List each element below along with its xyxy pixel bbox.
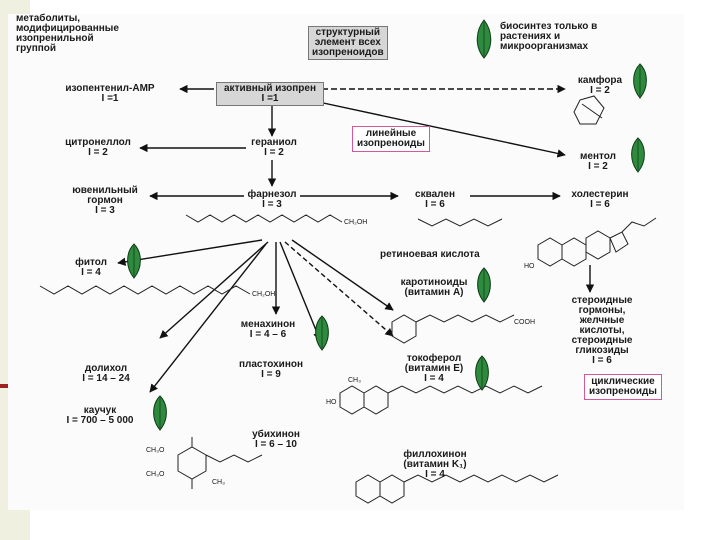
- legend-structural-element: структурный элемент всех изопреноидов: [308, 26, 388, 60]
- legend-cyclic-isoprenoids: циклические изопреноиды: [584, 374, 662, 400]
- arrow-to-retinoic: [291, 239, 394, 311]
- arrow-to-rubber: [149, 243, 267, 393]
- node-carotenoids: каротиноиды(витамин А): [400, 277, 468, 298]
- cholesterol-skeleton: [537, 217, 657, 267]
- label-ch3: CH₃: [348, 377, 361, 384]
- node-retinoic-acid: ретиноевая кислота: [380, 249, 480, 260]
- ubiquinone-structure: [177, 437, 263, 489]
- retinoid-structure: [391, 314, 515, 344]
- legend-metabolites: метаболиты, модифицированные изопренильн…: [16, 13, 119, 54]
- node-phylloquinone: филлохинон(витамин K₁)I = 4: [403, 449, 467, 480]
- phylloquinone-structure: [355, 474, 559, 504]
- label-ho: HO: [326, 399, 337, 406]
- label-ch2oh: CH₂OH: [252, 291, 276, 298]
- label-ch3: CH₃: [212, 479, 225, 486]
- camphor-structure: [573, 95, 605, 125]
- legend-linear-isoprenoids: линейные изопреноиды: [352, 126, 430, 152]
- label-ch2oh: CH₂OH: [344, 219, 368, 226]
- label-cooh: COOH: [514, 319, 535, 326]
- arrow-to-plastoquinone: [279, 241, 322, 341]
- legend-biosynthesis: биосинтез только в растениях и микроорга…: [500, 21, 598, 52]
- label-ch3o: CH₃O: [146, 471, 165, 478]
- node-tocopherol: токоферол(витамин Е)I = 4: [404, 353, 464, 384]
- phytol-chain: [39, 285, 251, 295]
- tocopherol-structure: [339, 385, 543, 415]
- label-ho: HO: [524, 263, 535, 270]
- label-ch3o: CH₃O: [146, 447, 165, 454]
- arrow-to-menthol: [299, 97, 566, 158]
- arrow-to-phytol: [117, 239, 263, 266]
- squalene-like-chain: [417, 218, 503, 227]
- farnesol-chain: [185, 214, 343, 223]
